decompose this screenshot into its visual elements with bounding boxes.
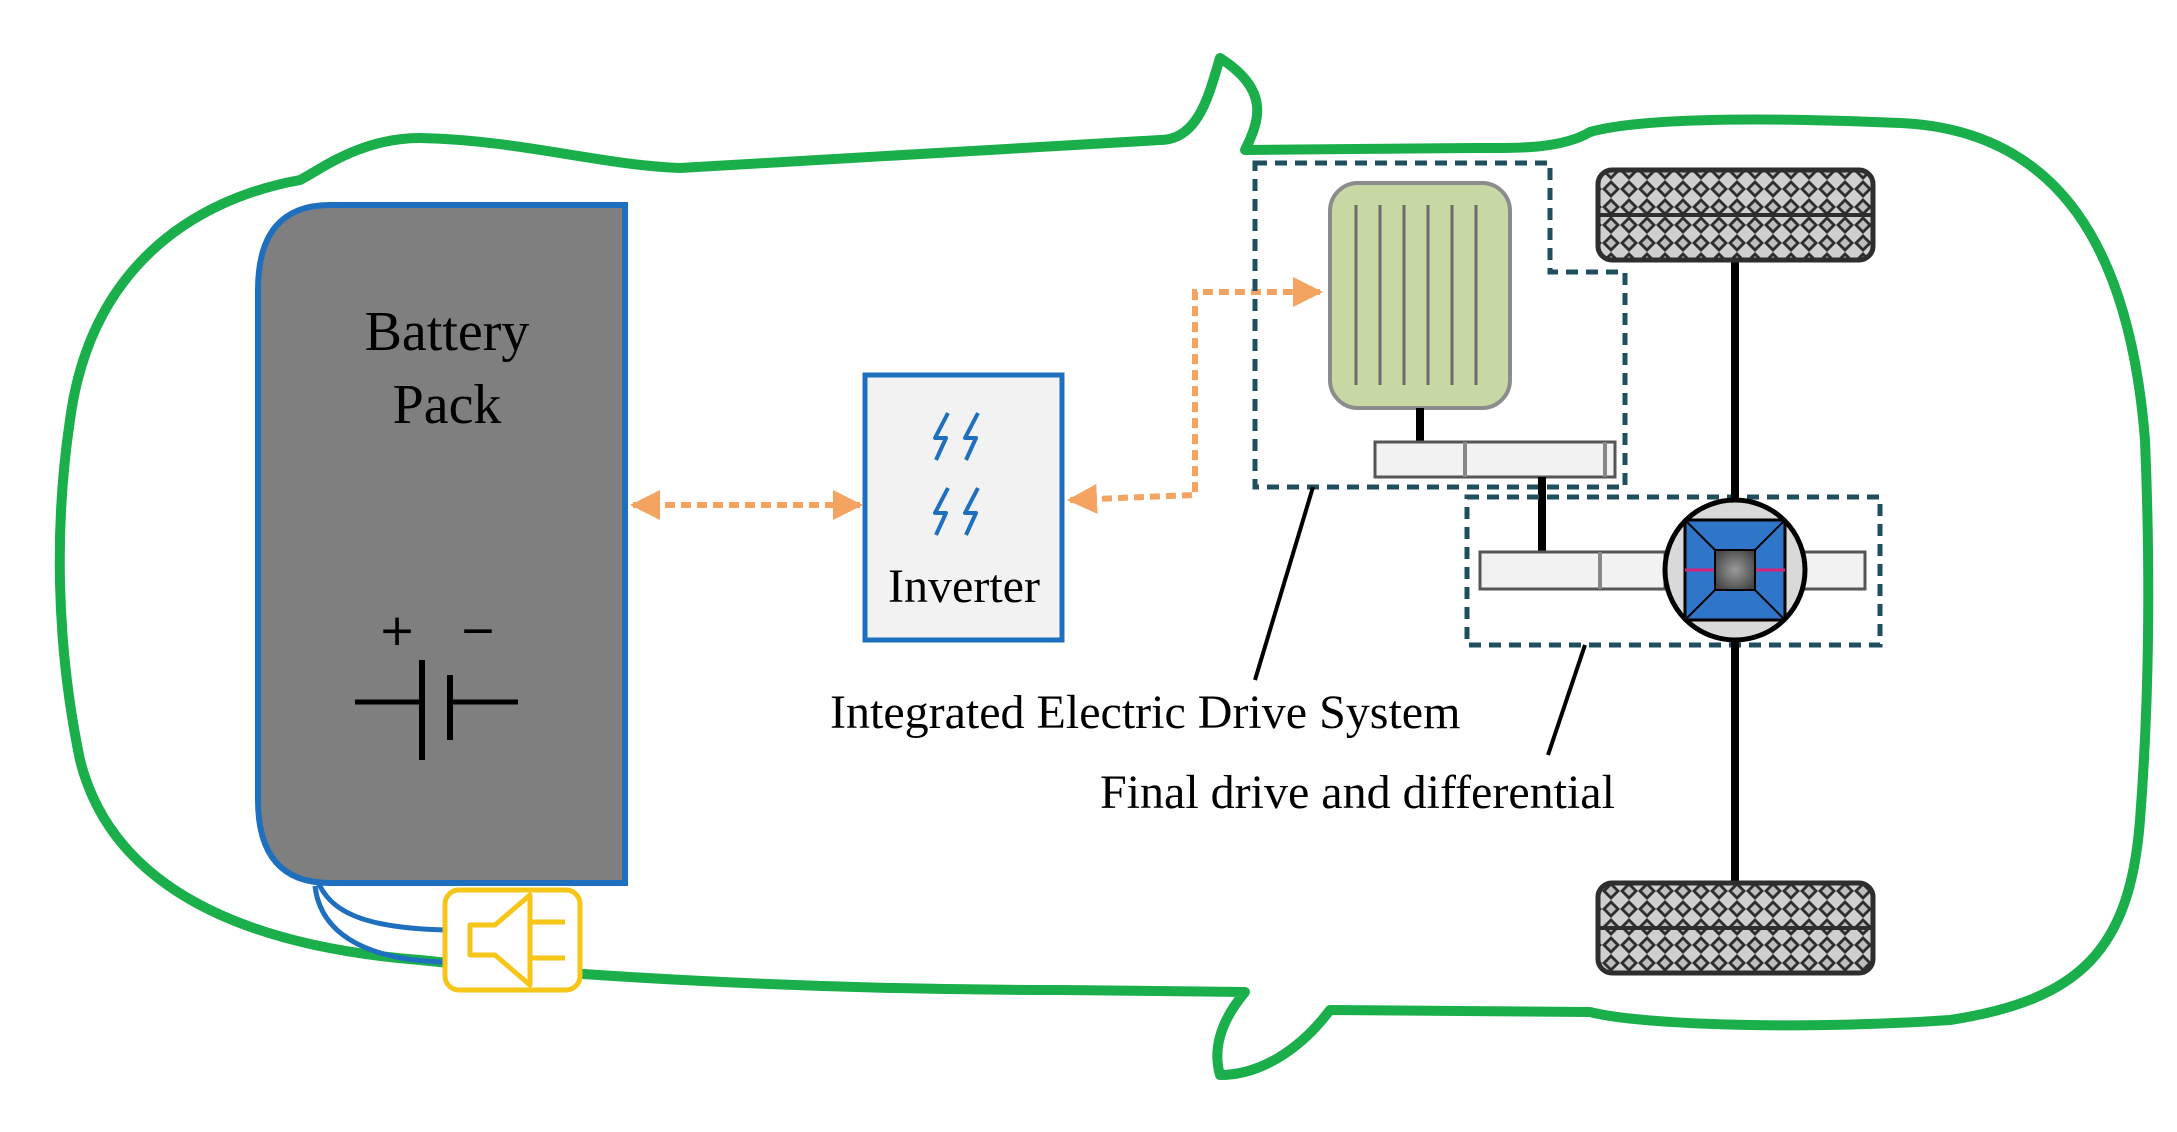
inverter-box — [862, 372, 1065, 643]
battery-plus-sign: + — [379, 605, 416, 656]
tire-icon-front-top — [1595, 167, 1876, 263]
final-drive-shaft — [1478, 550, 1867, 591]
car-body-outline — [54, 53, 2154, 1080]
final-drive-label: Final drive and differential — [1100, 766, 1615, 819]
lightning-icon — [933, 412, 980, 536]
charging-port — [312, 880, 583, 993]
charging-cable-upper — [315, 880, 446, 933]
reduction-gear-shaft — [1373, 440, 1617, 552]
charging-cable-lower — [312, 885, 446, 965]
inverter-motor-arrow — [1067, 277, 1323, 514]
battery-pack-label-line2: Pack — [393, 374, 502, 436]
integrated-drive-boundary — [1252, 160, 1628, 490]
inverter: Inverter — [862, 372, 1065, 643]
battery-pack: Battery Pack + − — [255, 202, 628, 886]
integrated-drive-label: Integrated Electric Drive System — [830, 686, 1460, 739]
battery-pack-body — [255, 202, 628, 886]
inverter-label: Inverter — [888, 560, 1040, 613]
battery-pack-label-line1: Battery — [365, 301, 530, 363]
final-drive-leader — [1546, 644, 1587, 756]
battery-symbol-icon: + − — [355, 605, 518, 760]
tire-icon-front-bottom — [1595, 880, 1876, 976]
battery-minus-sign: − — [460, 605, 497, 656]
charging-plug-icon — [467, 892, 565, 988]
differential-icon — [1662, 497, 1808, 643]
integrated-drive-leader — [1253, 486, 1315, 681]
electric-motor-icon — [1328, 181, 1512, 442]
charger-box — [442, 887, 583, 993]
final-drive-boundary — [1464, 494, 1883, 648]
